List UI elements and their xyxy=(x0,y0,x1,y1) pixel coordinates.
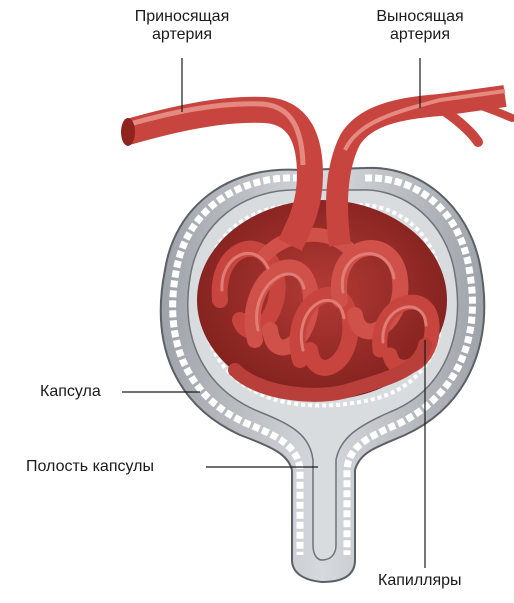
capillary-tuft xyxy=(197,200,447,400)
efferent-label-line1: Выносящая xyxy=(352,8,488,26)
efferent-label-line2: артерия xyxy=(352,26,488,44)
afferent-artery-label: Приносящая артерия xyxy=(110,8,254,44)
capsule-cavity-label: Полость капсулы xyxy=(26,458,154,476)
afferent-label-line2: артерия xyxy=(110,26,254,44)
efferent-artery-label: Выносящая артерия xyxy=(352,8,488,44)
capsule-label: Капсула xyxy=(40,383,101,401)
afferent-label-line1: Приносящая xyxy=(110,8,254,26)
capillaries-label: Капилляры xyxy=(378,572,462,590)
